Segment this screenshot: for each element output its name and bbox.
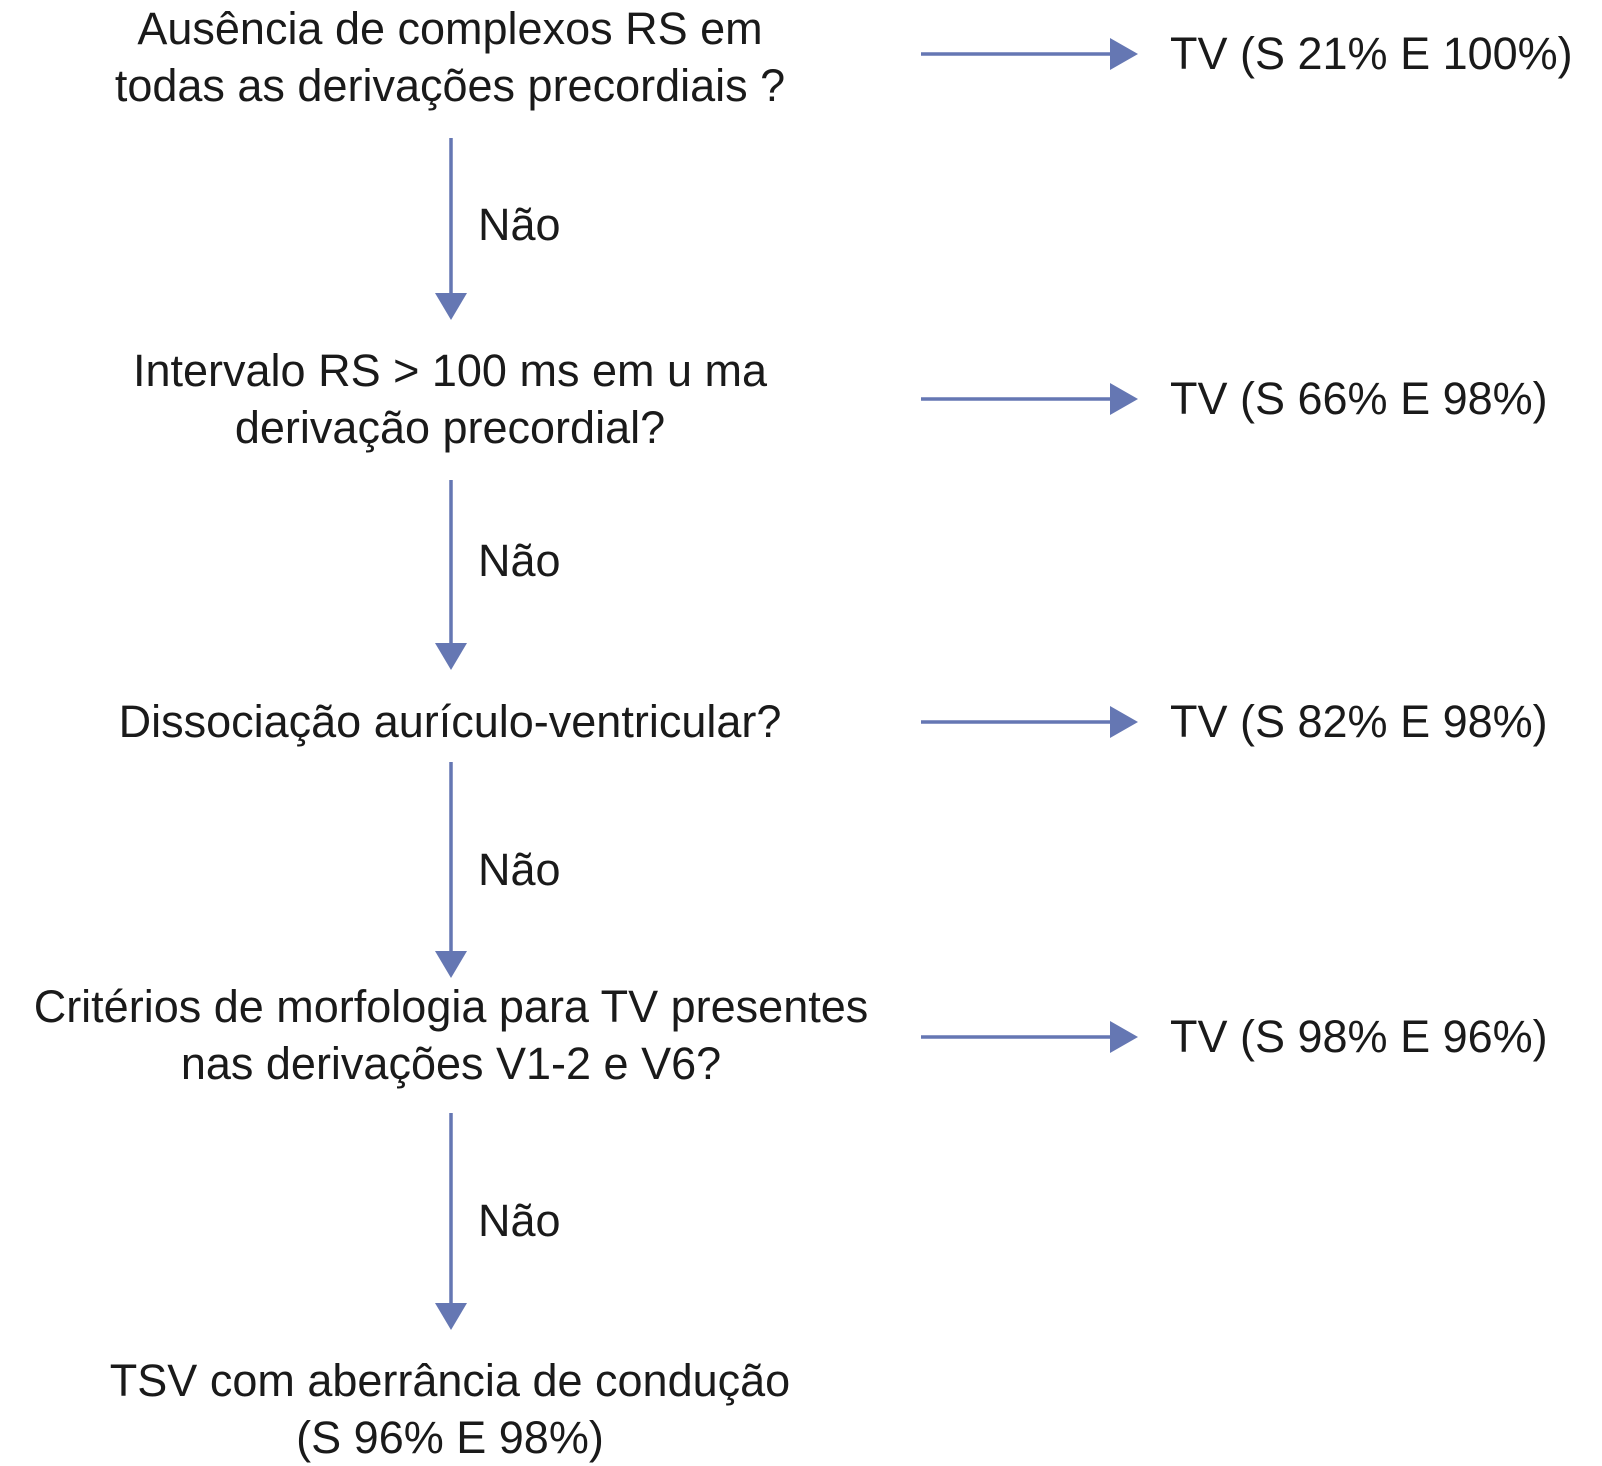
down-arrow-head-2 <box>435 643 467 670</box>
result-1: TV (S 21% E 100%) <box>1170 28 1573 79</box>
no-label-4: Não <box>478 1195 561 1246</box>
down-arrow-head-4 <box>435 1303 467 1330</box>
right-arrow-head-1 <box>1110 38 1138 70</box>
question-4: Critérios de morfologia para TV presente… <box>33 981 869 1089</box>
result-4: TV (S 98% E 96%) <box>1170 1011 1548 1062</box>
down-arrow-head-3 <box>435 951 467 978</box>
no-label-3: Não <box>478 844 561 895</box>
right-arrow-head-4 <box>1110 1021 1138 1053</box>
result-3: TV (S 82% E 98%) <box>1170 696 1548 747</box>
no-label-1: Não <box>478 199 561 250</box>
final-outcome: TSV com aberrância de condução (S 96% E … <box>109 1355 791 1463</box>
no-label-2: Não <box>478 535 561 586</box>
right-arrow-head-2 <box>1110 383 1138 415</box>
question-2: Intervalo RS > 100 ms em u ma derivação … <box>132 345 768 453</box>
result-2: TV (S 66% E 98%) <box>1170 373 1548 424</box>
down-arrow-head-1 <box>435 293 467 320</box>
question-1: Ausência de complexos RS em todas as der… <box>114 3 786 111</box>
question-3: Dissociação aurículo-ventricular? <box>118 696 782 747</box>
right-arrow-head-3 <box>1110 706 1138 738</box>
